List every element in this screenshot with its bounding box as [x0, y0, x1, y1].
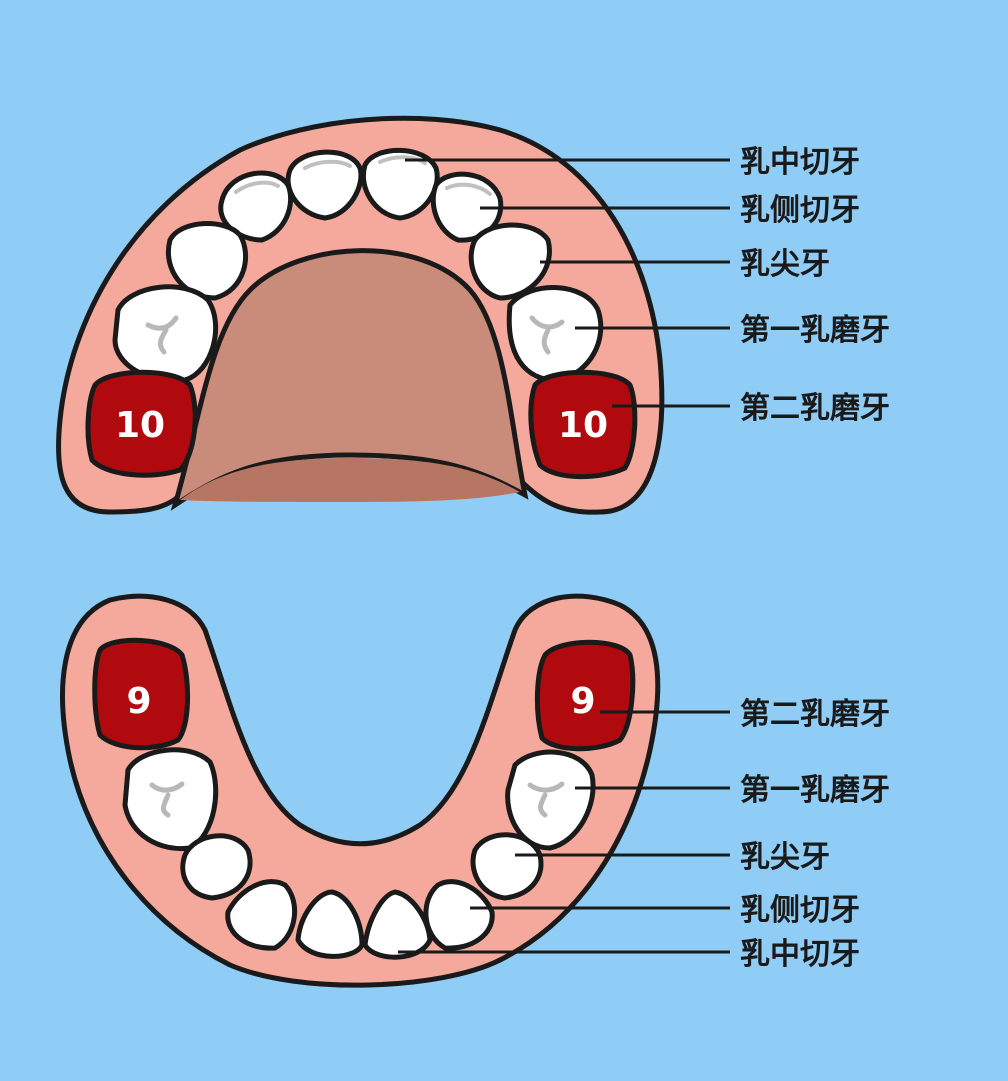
molar-groove — [145, 315, 179, 355]
incisor-shine — [234, 180, 280, 194]
lower-right-canine — [470, 832, 544, 901]
lower-left-lateral-incisor — [225, 879, 298, 951]
lower-jaw: 9 9 第二乳磨牙 第一乳磨牙 乳尖牙 乳侧切牙 乳中切牙 — [60, 593, 890, 988]
lower-label-lateral-incisor: 乳侧切牙 — [740, 893, 860, 928]
lower-label-second-molar: 第二乳磨牙 — [740, 697, 890, 732]
lower-right-first-molar — [505, 749, 596, 851]
lower-label-central-incisor: 乳中切牙 — [740, 937, 860, 972]
molar-groove — [149, 781, 185, 818]
upper-label-canine: 乳尖牙 — [740, 247, 830, 282]
upper-palate — [170, 248, 529, 511]
upper-label-second-molar: 第二乳磨牙 — [740, 391, 890, 426]
lower-left-eruption-age: 9 — [126, 681, 151, 722]
lower-right-lateral-incisor — [423, 879, 495, 951]
upper-label-lateral-incisor: 乳侧切牙 — [740, 193, 860, 228]
upper-right-canine — [468, 222, 552, 301]
upper-left-canine — [166, 221, 249, 301]
upper-label-central-incisor: 乳中切牙 — [740, 145, 860, 180]
lower-left-first-molar — [122, 747, 219, 852]
upper-right-central-incisor — [361, 147, 440, 221]
incisor-shine — [445, 182, 492, 196]
lower-right-central-incisor — [362, 889, 433, 960]
upper-palate-shadow — [180, 458, 520, 502]
lower-left-canine — [180, 833, 253, 901]
lower-label-canine: 乳尖牙 — [740, 840, 830, 875]
lower-left-central-incisor — [295, 889, 365, 959]
incisor-shine — [303, 159, 352, 170]
upper-right-second-molar — [528, 369, 638, 480]
lower-right-eruption-age: 9 — [570, 681, 595, 722]
molar-groove — [529, 315, 565, 355]
upper-label-first-molar: 第一乳磨牙 — [740, 313, 890, 348]
lower-left-second-molar — [92, 637, 191, 751]
upper-left-eruption-age: 10 — [115, 405, 165, 446]
upper-left-second-molar — [85, 369, 198, 478]
lower-label-first-molar: 第一乳磨牙 — [740, 773, 890, 808]
upper-right-eruption-age: 10 — [558, 405, 608, 446]
upper-jaw: 10 10 乳中切牙 乳侧切牙 乳尖牙 第一乳磨牙 第二乳磨牙 — [55, 115, 890, 515]
upper-right-first-molar — [506, 285, 604, 383]
lower-right-second-molar — [534, 639, 636, 752]
molar-groove — [527, 781, 565, 818]
